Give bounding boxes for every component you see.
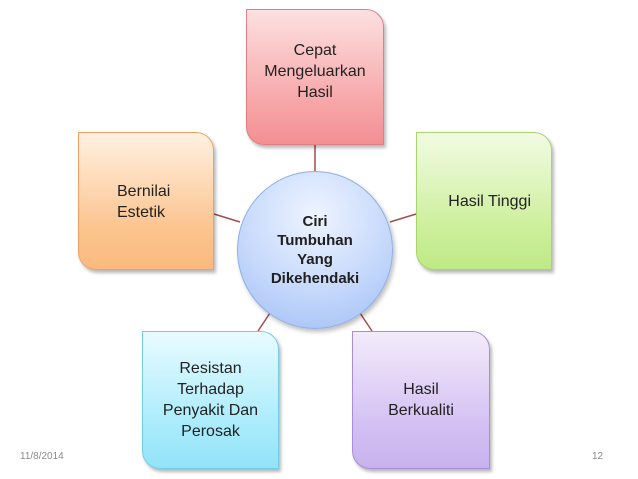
slide-page-number: 12 (592, 451, 604, 462)
node-hasil-berkualiti: Hasil Berkualiti (352, 331, 490, 469)
node-bernilai-estetik: Bernilai Estetik (78, 132, 214, 270)
connector-right (389, 213, 417, 223)
center-node-ciri-tumbuhan: Ciri Tumbuhan Yang Dikehendaki (237, 171, 393, 329)
connector-left (213, 213, 241, 223)
node-resistan-terhadap-penyakit: Resistan Terhadap Penyakit Dan Perosak (142, 331, 279, 469)
node-hasil-tinggi: Hasil Tinggi (416, 132, 552, 270)
node-cepat-mengeluarkan-hasil: Cepat Mengeluarkan Hasil (246, 9, 384, 145)
slide-date: 11/8/2014 (20, 451, 64, 462)
